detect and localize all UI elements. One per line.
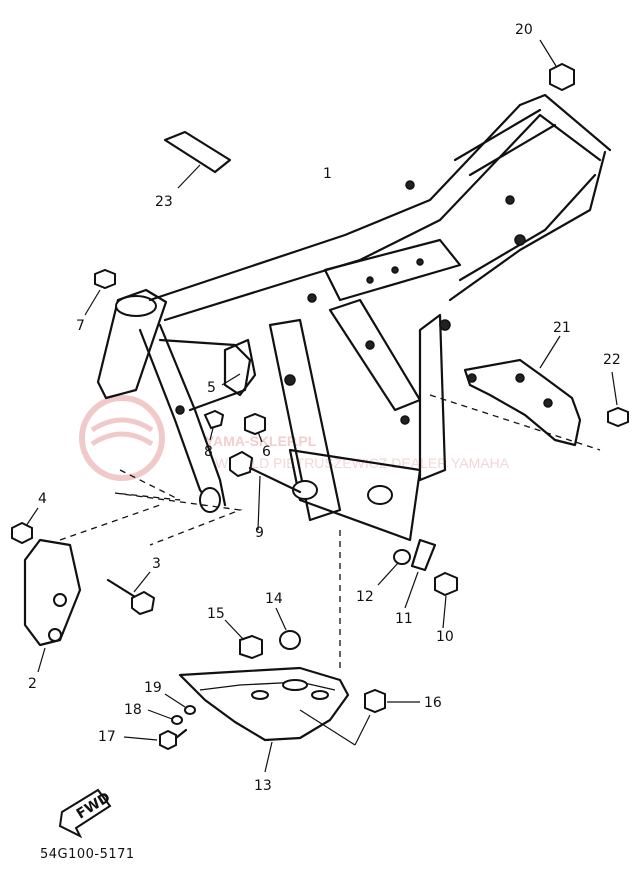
callout-2: 2 [28, 676, 37, 692]
figure-code: 54G100-5171 [40, 847, 135, 862]
watermark: YAMA-SKLEP.PL WITOLD PIETRUSZEWICZ DEALE… [79, 395, 510, 481]
main-frame [96, 93, 612, 542]
callout-3: 3 [152, 556, 161, 572]
part-20-nut [539, 39, 575, 92]
callout-23: 23 [155, 194, 173, 210]
part-13-skid-plate [178, 666, 371, 773]
callout-16: 16 [424, 695, 442, 711]
part-4-nut [11, 507, 39, 545]
callout-7: 7 [76, 318, 85, 334]
part-17-bolt [123, 728, 188, 751]
callout-6: 6 [262, 444, 271, 460]
part-9-long-bolt [229, 450, 302, 531]
part-10-bushing [434, 571, 458, 629]
part-19-washer [164, 693, 196, 715]
part-16-collar [364, 688, 420, 714]
part-15-collar [224, 619, 263, 660]
locator-line-right [429, 394, 601, 451]
callout-15: 15 [207, 606, 225, 622]
callout-12: 12 [356, 589, 374, 605]
part-22-bolt [607, 371, 629, 428]
part-8-bolt [203, 409, 225, 441]
callout-22: 22 [603, 352, 621, 368]
locator-line-bracket [59, 504, 161, 541]
part-5-bracket [221, 338, 257, 397]
part-18-washer [147, 709, 183, 725]
callout-18: 18 [124, 702, 142, 718]
callout-8: 8 [204, 444, 213, 460]
callout-21: 21 [553, 320, 571, 336]
part-7-cap [84, 268, 116, 316]
callout-5: 5 [207, 380, 216, 396]
callout-20: 20 [515, 22, 533, 38]
part-2-bracket [23, 538, 82, 673]
fwd-badge: FWD [58, 788, 113, 839]
watermark-sub: WITOLD PIETRUSZEWICZ DEALER YAMAHA [215, 455, 510, 471]
callout-11: 11 [395, 611, 413, 627]
callout-10: 10 [436, 629, 454, 645]
watermark-main: YAMA-SKLEP.PL [205, 433, 317, 449]
part-23-plate [163, 130, 232, 189]
watermark-logo [79, 395, 165, 481]
part-3-bolt [106, 571, 156, 616]
callout-14: 14 [265, 591, 283, 607]
callout-19: 19 [144, 680, 162, 696]
callout-1: 1 [323, 166, 332, 182]
locator-line-left [114, 469, 243, 546]
callout-13: 13 [254, 778, 272, 794]
part-12-collar [377, 549, 411, 586]
callout-17: 17 [98, 729, 116, 745]
callout-numbers: 1 2 3 4 5 6 7 8 9 10 11 12 13 14 15 16 1… [28, 22, 621, 794]
part-21-bracket [463, 335, 582, 447]
part-11-bracket [404, 538, 437, 609]
callout-9: 9 [255, 525, 264, 541]
part-6-bolt [244, 412, 266, 443]
part-14-cap [275, 607, 301, 650]
callout-4: 4 [38, 491, 47, 507]
